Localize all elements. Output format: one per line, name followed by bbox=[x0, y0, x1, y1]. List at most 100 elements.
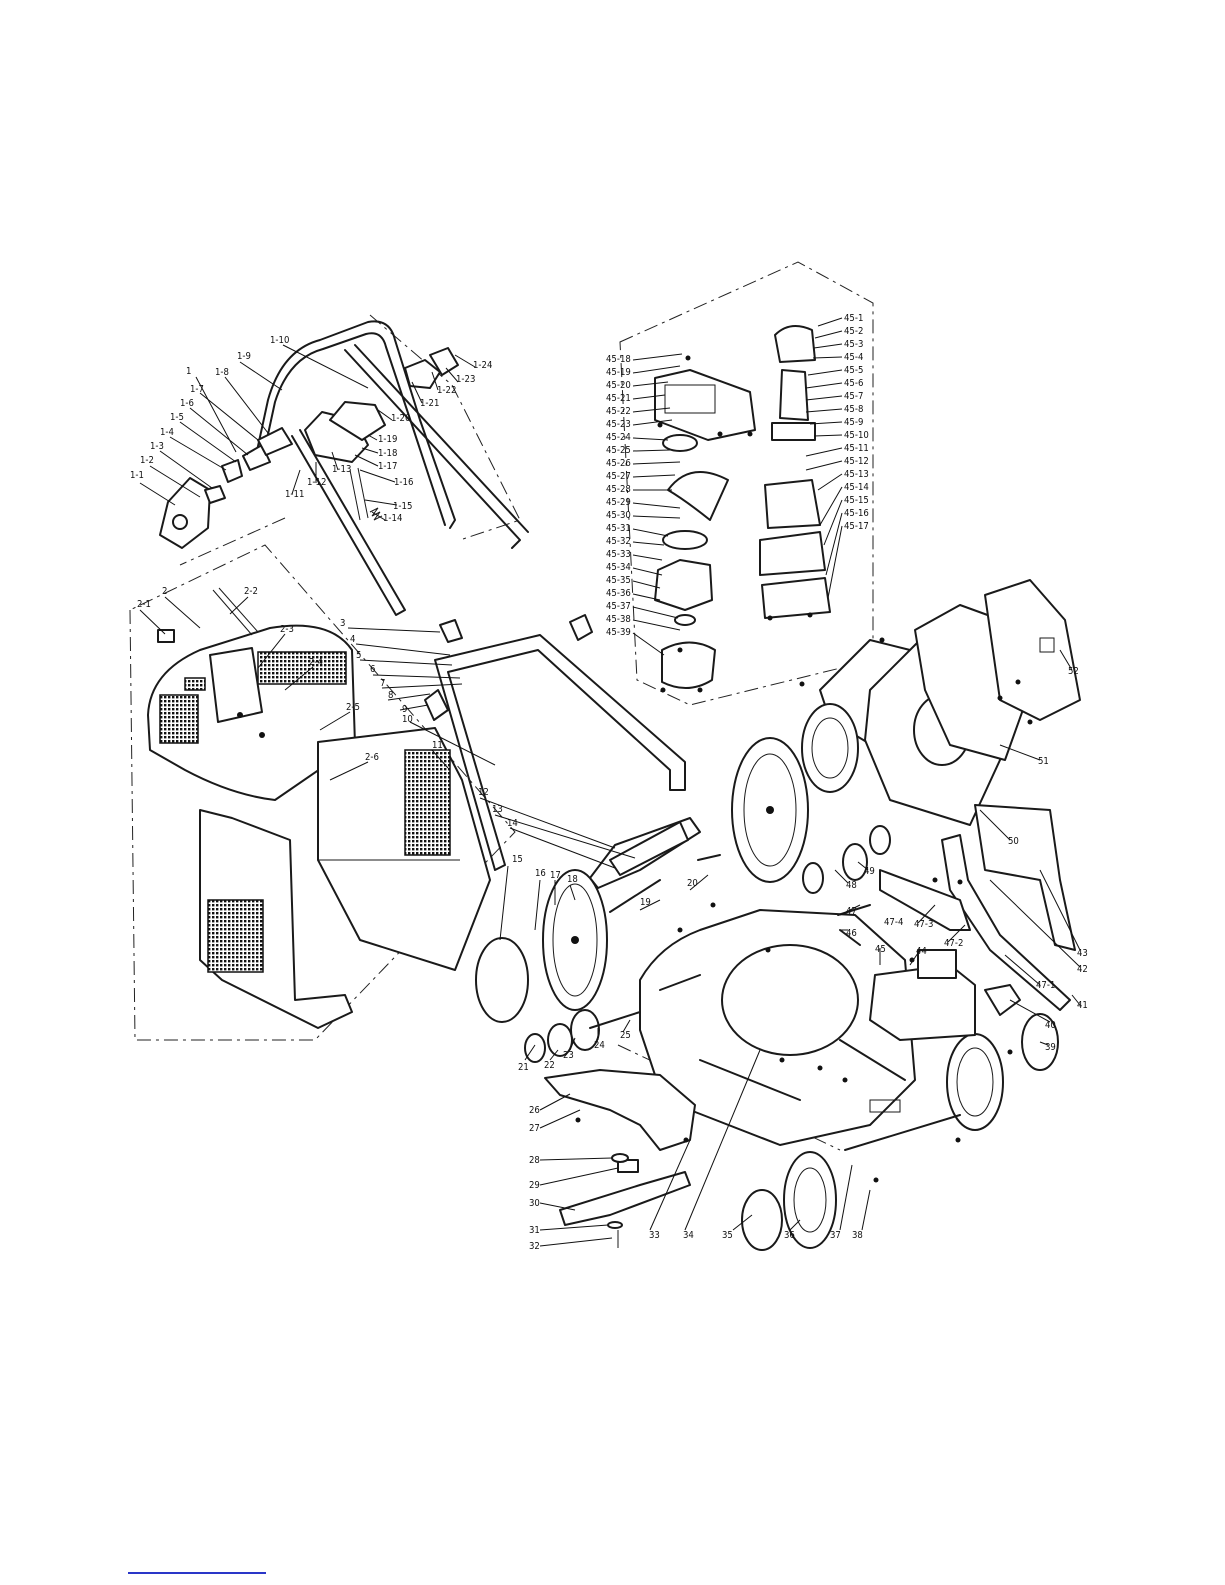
label-3: 3 bbox=[340, 618, 345, 629]
label-42: 42 bbox=[1077, 964, 1088, 975]
motor-right-labels: 45-1 45-2 45-3 45-4 45-5 45-6 45-7 45-8 … bbox=[844, 313, 869, 532]
main-leaders bbox=[347, 627, 1081, 1247]
label-50: 50 bbox=[1008, 836, 1019, 847]
label-5: 5 bbox=[356, 650, 361, 661]
label-19: 19 bbox=[640, 897, 651, 908]
label-45-3: 45-3 bbox=[844, 339, 863, 350]
label-2-1: 2-1 bbox=[137, 599, 151, 610]
motor-parts bbox=[654, 325, 831, 689]
footer-link-underline[interactable] bbox=[128, 1572, 266, 1574]
handle-labels: 1 1-1 1-2 1-3 1-4 1-5 1-6 1-7 1-8 1-9 1-… bbox=[130, 335, 492, 524]
label-45-35: 45-35 bbox=[606, 575, 631, 586]
label-6: 6 bbox=[370, 664, 375, 675]
label-45-38: 45-38 bbox=[606, 614, 631, 625]
label-45-24: 45-24 bbox=[606, 432, 631, 443]
label-20: 20 bbox=[687, 878, 698, 889]
label-45-30: 45-30 bbox=[606, 510, 631, 521]
label-1-4: 1-4 bbox=[160, 427, 174, 438]
label-45-15: 45-15 bbox=[844, 495, 869, 506]
label-45-6: 45-6 bbox=[844, 378, 863, 389]
label-2: 2 bbox=[162, 586, 167, 597]
main-labels: 3 4 5 6 7 8 9 10 11 12 13 14 15 16 17 18… bbox=[340, 618, 1088, 1252]
label-45-5: 45-5 bbox=[844, 365, 863, 376]
label-37: 37 bbox=[830, 1230, 841, 1241]
label-1-9: 1-9 bbox=[237, 351, 251, 362]
label-1-8: 1-8 bbox=[215, 367, 229, 378]
label-30: 30 bbox=[529, 1198, 540, 1209]
label-1-13: 1-13 bbox=[332, 464, 351, 475]
label-2-5: 2-5 bbox=[346, 702, 360, 713]
handle-leaders bbox=[139, 344, 476, 521]
label-1-2: 1-2 bbox=[140, 455, 154, 466]
label-47-3: 47-3 bbox=[914, 919, 933, 930]
label-1-22: 1-22 bbox=[437, 385, 456, 396]
label-45-13: 45-13 bbox=[844, 469, 869, 480]
label-39: 39 bbox=[1045, 1042, 1056, 1053]
label-1-6: 1-6 bbox=[180, 398, 194, 409]
label-45-33: 45-33 bbox=[606, 549, 631, 560]
label-25: 25 bbox=[620, 1030, 631, 1041]
label-1-15: 1-15 bbox=[393, 501, 412, 512]
label-2-6: 2-6 bbox=[365, 752, 379, 763]
label-1-5: 1-5 bbox=[170, 412, 184, 423]
label-4: 4 bbox=[350, 634, 355, 645]
label-2-4: 2-4 bbox=[309, 657, 323, 668]
hubcap-35 bbox=[741, 1189, 783, 1251]
grass-bag-leaders bbox=[139, 596, 369, 781]
label-48: 48 bbox=[846, 880, 857, 891]
label-43: 43 bbox=[1077, 948, 1088, 959]
label-45-19: 45-19 bbox=[606, 367, 631, 378]
label-35: 35 bbox=[722, 1230, 733, 1241]
label-36: 36 bbox=[784, 1230, 795, 1241]
fasteners bbox=[237, 355, 1033, 1183]
label-18: 18 bbox=[567, 874, 578, 885]
label-41: 41 bbox=[1077, 1000, 1088, 1011]
label-1-11: 1-11 bbox=[285, 489, 304, 500]
label-1: 1 bbox=[186, 366, 191, 377]
label-10: 10 bbox=[402, 714, 413, 725]
label-1-17: 1-17 bbox=[378, 461, 397, 472]
label-12: 12 bbox=[478, 787, 489, 798]
label-49: 49 bbox=[864, 866, 875, 877]
label-47-4: 47-4 bbox=[884, 917, 903, 928]
label-47: 47 bbox=[846, 906, 857, 917]
label-44: 44 bbox=[916, 946, 927, 957]
label-1-1: 1-1 bbox=[130, 470, 144, 481]
label-47-1: 47-1 bbox=[1036, 980, 1055, 991]
label-29: 29 bbox=[529, 1180, 540, 1191]
label-1-23: 1-23 bbox=[456, 374, 475, 385]
label-45-37: 45-37 bbox=[606, 601, 631, 612]
label-1-14: 1-14 bbox=[383, 513, 402, 524]
label-45-22: 45-22 bbox=[606, 406, 631, 417]
label-22: 22 bbox=[544, 1060, 555, 1071]
label-21: 21 bbox=[518, 1062, 529, 1073]
grass-bag bbox=[147, 587, 491, 1029]
label-45-1: 45-1 bbox=[844, 313, 863, 324]
label-27: 27 bbox=[529, 1123, 540, 1134]
label-45-28: 45-28 bbox=[606, 484, 631, 495]
label-45-18: 45-18 bbox=[606, 354, 631, 365]
label-7: 7 bbox=[380, 678, 385, 689]
label-9: 9 bbox=[402, 704, 407, 715]
label-24: 24 bbox=[594, 1040, 605, 1051]
label-16: 16 bbox=[535, 868, 546, 879]
label-1-12: 1-12 bbox=[307, 477, 326, 488]
label-17: 17 bbox=[550, 870, 561, 881]
label-2-2: 2-2 bbox=[244, 586, 258, 597]
label-45-29: 45-29 bbox=[606, 497, 631, 508]
label-45-32: 45-32 bbox=[606, 536, 631, 547]
wheel-front-left bbox=[542, 869, 608, 1011]
label-52: 52 bbox=[1068, 666, 1079, 677]
grass-bag-labels: 2 2-1 2-2 2-3 2-4 2-5 2-6 bbox=[137, 586, 379, 763]
label-1-16: 1-16 bbox=[394, 477, 413, 488]
height-adjust bbox=[589, 804, 1076, 1151]
label-45-7: 45-7 bbox=[844, 391, 863, 402]
label-32: 32 bbox=[529, 1241, 540, 1252]
label-1-3: 1-3 bbox=[150, 441, 164, 452]
motor-left-leaders bbox=[632, 353, 683, 656]
label-1-19: 1-19 bbox=[378, 434, 397, 445]
label-45-4: 45-4 bbox=[844, 352, 863, 363]
label-45-16: 45-16 bbox=[844, 508, 869, 519]
label-51: 51 bbox=[1038, 756, 1049, 767]
